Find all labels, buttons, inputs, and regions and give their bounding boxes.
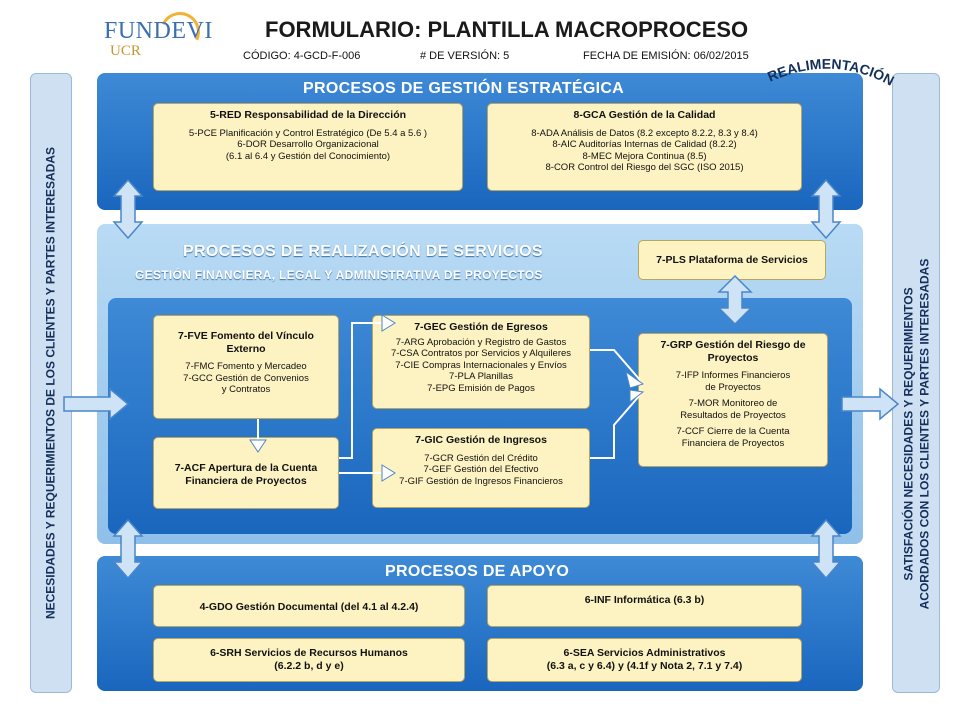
gca-line: 8-AIC Auditorías Internas de Calidad (8.…	[552, 139, 737, 150]
red-line: 5-PCE Planificación y Control Estratégic…	[188, 127, 428, 139]
grp-line: Financiera de Proyectos	[681, 437, 785, 449]
red-box: 5-RED Responsabilidad de la Dirección 5-…	[153, 103, 463, 191]
sea-line2: (6.3 a, c y 6.4) y (4.1f y Nota 2, 7.1 y…	[546, 659, 743, 672]
grp-line: 7-CCF Cierre de la Cuenta	[676, 426, 790, 437]
feedback-label-path: REALIMENTACIÓN	[765, 56, 897, 89]
acf-title: 7-ACF Apertura de la Cuenta Financiera d…	[174, 462, 318, 487]
arrow-heads	[249, 314, 645, 482]
grp-title: 7-GRP Gestión del Riesgo de Proyectos	[660, 339, 806, 364]
grp-line: de Proyectos	[705, 381, 761, 393]
gic-box: 7-GIC Gestión de Ingresos 7-GCR Gestión …	[372, 428, 590, 508]
arrow-head-icon	[629, 389, 645, 404]
gec-line: 7-PLA Planillas	[449, 371, 513, 382]
band-arrows	[63, 178, 900, 580]
realization-subtitle: GESTIÓN FINANCIERA, LEGAL Y ADMINISTRATI…	[135, 268, 543, 282]
strategic-title: PROCESOS DE GESTIÓN ESTRATÉGICA	[303, 80, 625, 97]
grp-line: 7-IFP Informes Financieros	[675, 370, 791, 381]
red-title: 5-RED Responsabilidad de la Dirección	[209, 109, 407, 121]
arrow-head-icon	[249, 439, 267, 453]
double-arrow-icon	[717, 274, 753, 326]
fundevi-logo: FUNDEVI UCR	[100, 6, 212, 70]
inf-box: 6-INF Informática (6.3 b)	[487, 585, 802, 627]
gic-line: 7-GCR Gestión del Crédito	[424, 452, 538, 464]
arrow-head-icon	[625, 370, 645, 389]
arrow-head-icon	[381, 314, 396, 332]
grp-line: Resultados de Proyectos	[680, 409, 786, 421]
realization-title: PROCESOS DE REALIZACIÓN DE SERVICIOS	[183, 243, 543, 260]
grp-line: 7-MOR Monitoreo de	[688, 398, 778, 409]
gec-line: 7-EPG Emisión de Pagos	[427, 382, 535, 394]
pls-title: 7-PLS Plataforma de Servicios	[656, 254, 808, 266]
gdo-title: 4-GDO Gestión Documental (del 4.1 al 4.2…	[199, 601, 419, 613]
gec-line: 7-CIE Compras Internacionales y Envíos	[395, 359, 567, 371]
gca-box: 8-GCA Gestión de la Calidad 8-ADA Anális…	[487, 103, 802, 191]
gca-line: 8-MEC Mejora Continua (8.5)	[582, 150, 707, 162]
gic-line: 7-GIF Gestión de Ingresos Financieros	[399, 475, 563, 487]
output-arrow-icon	[841, 387, 900, 421]
fve-line: 7-GCC Gestión de Convenios	[183, 372, 309, 384]
page-title: FORMULARIO: PLANTILLA MACROPROCESO	[265, 17, 749, 42]
issue-date: FECHA DE EMISIÓN: 06/02/2015	[583, 50, 749, 62]
acf-to-gec-arrow	[339, 322, 382, 459]
feedback-label: REALIMENTACIÓN	[765, 56, 897, 89]
right-sidebar: SATISFACIÓN NECESIDADES Y REQUERIMIENTOS…	[892, 73, 940, 693]
process-arrows	[257, 322, 641, 474]
double-arrow-icon	[810, 178, 842, 240]
gca-title: 8-GCA Gestión de la Calidad	[573, 109, 716, 121]
fve-box: 7-FVE Fomento del Vínculo Externo 7-FMC …	[153, 315, 339, 419]
inf-title: 6-INF Informática (6.3 b)	[584, 594, 705, 606]
gic-to-grp-arrow	[590, 394, 641, 459]
gec-box: 7-GEC Gestión de Egresos 7-ARG Aprobació…	[372, 315, 590, 409]
srh-box: 6-SRH Servicios de Recursos Humanos (6.2…	[153, 638, 465, 682]
sea-line1: 6-SEA Servicios Administrativos	[563, 647, 726, 659]
fve-title: 7-FVE Fomento del Vínculo Externo	[178, 330, 314, 355]
arrow-head-icon	[381, 464, 396, 482]
grp-box: 7-GRP Gestión del Riesgo de Proyectos 7-…	[638, 333, 828, 467]
gca-line: 8-ADA Análisis de Datos (8.2 excepto 8.2…	[531, 127, 758, 139]
gdo-box: 4-GDO Gestión Documental (del 4.1 al 4.2…	[153, 585, 465, 627]
gec-line: 7-ARG Aprobación y Registro de Gastos	[395, 336, 567, 348]
double-arrow-icon	[810, 518, 842, 580]
version-number: # DE VERSIÓN: 5	[420, 50, 510, 62]
gic-line: 7-GEF Gestión del Efectivo	[423, 464, 539, 475]
support-title: PROCESOS DE APOYO	[385, 563, 570, 580]
gic-title: 7-GIC Gestión de Ingresos	[415, 434, 547, 446]
gec-line: 7-CSA Contratos por Servicios y Alquiler…	[390, 348, 572, 359]
input-arrow-icon	[63, 387, 130, 421]
gca-line: 8-COR Control del Riesgo del SGC (ISO 20…	[545, 162, 744, 173]
fve-line: y Contratos	[221, 384, 271, 395]
gec-title: 7-GEC Gestión de Egresos	[414, 321, 548, 333]
gec-to-grp-arrow	[590, 349, 641, 381]
logo-text: FUNDEVI	[104, 18, 213, 44]
form-code: CÓDIGO: 4-GCD-F-006	[243, 50, 361, 62]
double-arrow-icon	[112, 178, 144, 240]
acf-box: 7-ACF Apertura de la Cuenta Financiera d…	[153, 437, 339, 509]
red-line: 6-DOR Desarrollo Organizacional	[237, 139, 379, 150]
fve-line: 7-FMC Fomento y Mercadeo	[185, 361, 307, 372]
srh-line2: (6.2.2 b, d y e)	[274, 659, 344, 672]
srh-line1: 6-SRH Servicios de Recursos Humanos	[210, 647, 408, 659]
double-arrow-icon	[112, 518, 144, 580]
left-sidebar: NECESIDADES Y REQUERIMIENTOS DE LOS CLIE…	[30, 73, 72, 693]
sea-box: 6-SEA Servicios Administrativos (6.3 a, …	[487, 638, 802, 682]
red-line: (6.1 al 6.4 y Gestión del Conocimiento)	[225, 150, 391, 162]
pls-box: 7-PLS Plataforma de Servicios	[638, 240, 826, 280]
